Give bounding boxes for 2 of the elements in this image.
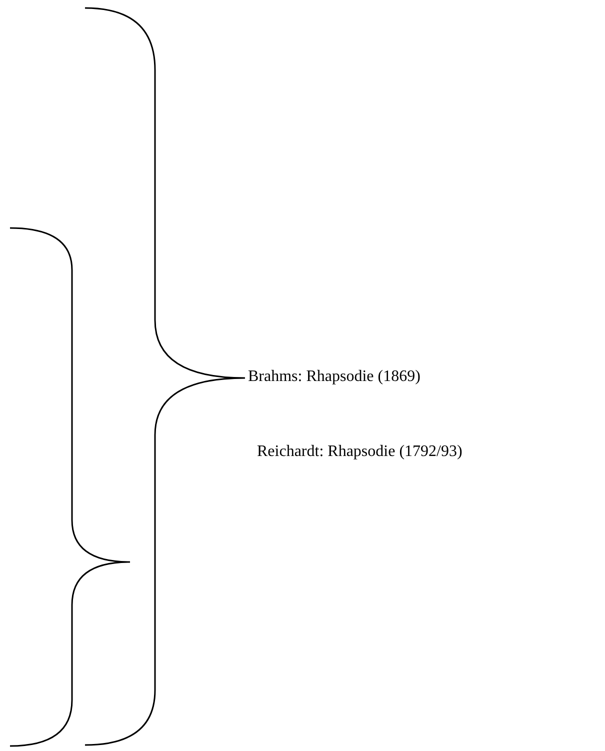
work-title: Reichardt: Rhapsodie (1792/93) (257, 443, 462, 461)
work-title: Brahms: Rhapsodie (1869) (248, 368, 420, 386)
